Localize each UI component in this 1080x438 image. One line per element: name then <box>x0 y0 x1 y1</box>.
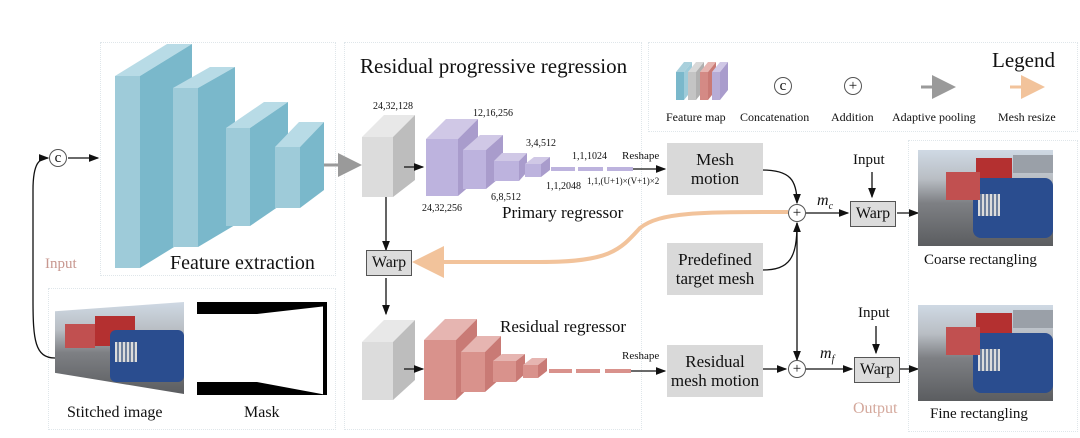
coarse-rectangling-label: Coarse rectangling <box>924 252 1037 268</box>
mc-label: mc <box>817 192 834 213</box>
legend-adaptive-pooling-label: Adaptive pooling <box>892 110 976 124</box>
dim-fc3: 1,1,(U+1)×(V+1)×2 <box>587 176 660 186</box>
fe-block-2 <box>173 67 235 247</box>
fe-block-4 <box>275 122 324 208</box>
dim-conv2: 12,16,256 <box>473 108 513 119</box>
residual-reshape-label: Reshape <box>622 350 660 362</box>
dim-input: 24,32,128 <box>373 101 413 112</box>
fc-bar-2 <box>578 167 603 171</box>
regression-title: Residual progressive regression <box>360 54 628 78</box>
warp-box-top: Warp <box>850 201 896 227</box>
legend-addition-label: Addition <box>831 110 874 124</box>
legend-concatenation-icon: c <box>774 77 792 95</box>
warp-box-bottom: Warp <box>854 357 900 383</box>
input-bottom-label: Input <box>858 305 890 321</box>
concatenation-node: c <box>49 149 67 167</box>
input-label: Input <box>45 256 77 272</box>
warp-box-left: Warp <box>366 250 412 276</box>
fine-rectangling-label: Fine rectangling <box>930 406 1028 422</box>
fine-rectangling-image <box>918 305 1053 401</box>
output-label: Output <box>853 400 898 417</box>
dim-conv1: 24,32,256 <box>422 203 462 214</box>
feature-extraction-blocks <box>115 44 324 268</box>
coarse-rectangling-image <box>918 150 1053 246</box>
input-top-label: Input <box>853 152 885 168</box>
feature-extraction-title: Feature extraction <box>170 252 315 274</box>
mesh-resize-arrow <box>412 210 789 278</box>
fc-bar-3 <box>607 167 633 171</box>
dim-conv4: 3,4,512 <box>526 138 556 149</box>
legend-concatenation-label: Concatenation <box>740 110 810 124</box>
mask-image <box>197 302 327 395</box>
input-loop-arrow <box>32 154 56 359</box>
primary-reshape-label: Reshape <box>622 150 660 162</box>
residual-gray-block <box>362 320 415 400</box>
residual-regressor-blocks <box>424 319 631 400</box>
legend-addition-icon: + <box>844 77 862 95</box>
addition-node-top: + <box>788 204 806 222</box>
primary-regressor-label: Primary regressor <box>502 203 624 222</box>
dim-fc1: 1,1,2048 <box>546 181 581 192</box>
legend-feature-map-label: Feature map <box>666 110 726 124</box>
stitched-image-label: Stitched image <box>67 404 163 421</box>
legend-title: Legend <box>992 48 1055 72</box>
dim-fc2: 1,1,1024 <box>572 151 607 162</box>
fc-bar-1 <box>551 167 575 171</box>
primary-gray-block <box>362 115 415 197</box>
legend-mesh-resize-label: Mesh resize <box>998 110 1056 124</box>
legend-feature-map-icon <box>676 62 728 100</box>
addition-node-bottom: + <box>788 360 806 378</box>
dim-conv3: 6,8,512 <box>491 192 521 203</box>
residual-regressor-label: Residual regressor <box>500 317 627 336</box>
mask-label: Mask <box>244 404 280 421</box>
primary-regressor-blocks <box>426 119 633 196</box>
mf-label: mf <box>820 345 835 366</box>
stitched-image <box>55 302 184 394</box>
